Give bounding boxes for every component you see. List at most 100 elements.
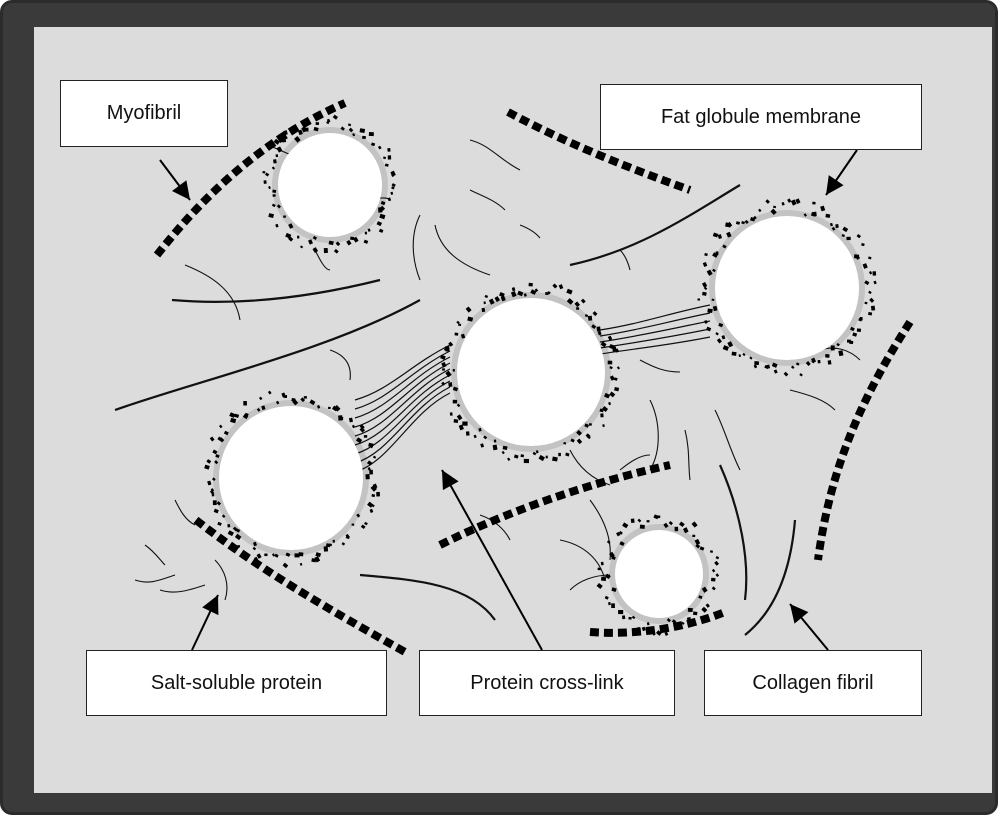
protein-fibre [215, 560, 227, 600]
membrane-protein-particle [820, 206, 825, 212]
membrane-protein-particle [390, 192, 393, 195]
membrane-protein-particle [864, 302, 867, 305]
membrane-protein-particle [265, 172, 269, 176]
membrane-protein-particle [373, 456, 376, 459]
membrane-protein-particle [559, 284, 564, 289]
membrane-protein-particle [736, 221, 740, 225]
label-protein-cross-link: Protein cross-link [419, 650, 675, 716]
membrane-protein-particle [300, 245, 303, 248]
membrane-protein-particle [710, 550, 713, 553]
protein-fibre [620, 455, 650, 470]
membrane-protein-particle [339, 417, 343, 420]
membrane-protein-particle [864, 280, 869, 285]
membrane-protein-particle [576, 307, 579, 310]
membrane-protein-particle [868, 291, 872, 294]
membrane-protein-particle [483, 301, 486, 304]
membrane-protein-particle [383, 156, 386, 159]
membrane-protein-particle [348, 123, 351, 126]
membrane-protein-particle [721, 335, 725, 339]
membrane-protein-particle [566, 289, 572, 295]
protein-fibre [650, 400, 658, 470]
membrane-protein-particle [456, 321, 459, 324]
membrane-protein-particle [370, 509, 374, 513]
arrowhead-icon [790, 604, 808, 624]
membrane-protein-particle [268, 391, 272, 395]
membrane-protein-particle [378, 146, 382, 150]
membrane-protein-particle [275, 154, 278, 157]
membrane-protein-particle [388, 155, 392, 159]
membrane-protein-particle [229, 412, 235, 418]
membrane-protein-particle [732, 352, 737, 356]
membrane-protein-particle [206, 459, 211, 464]
membrane-protein-particle [514, 454, 519, 458]
fat-globule [278, 133, 382, 237]
membrane-protein-particle [350, 237, 354, 240]
membrane-protein-particle [601, 562, 604, 566]
membrane-protein-particle [657, 515, 660, 518]
membrane-protein-particle [852, 332, 857, 336]
protein-fibre [640, 360, 680, 372]
membrane-protein-particle [706, 603, 710, 607]
membrane-protein-particle [524, 459, 529, 463]
protein-fibre [720, 465, 746, 600]
membrane-protein-particle [781, 202, 784, 206]
membrane-protein-particle [706, 327, 711, 332]
arrowhead-icon [172, 180, 190, 200]
membrane-protein-particle [462, 421, 467, 425]
membrane-protein-particle [773, 206, 776, 209]
membrane-protein-particle [701, 607, 707, 613]
membrane-protein-particle [704, 253, 708, 256]
membrane-protein-particle [552, 457, 558, 462]
protein-fibre [360, 575, 495, 620]
membrane-protein-particle [207, 481, 211, 486]
protein-fibre [470, 190, 505, 210]
membrane-protein-particle [614, 387, 619, 391]
membrane-protein-particle [835, 224, 839, 228]
membrane-protein-particle [702, 282, 707, 288]
protein-fibre [145, 545, 165, 565]
membrane-protein-particle [334, 249, 339, 254]
membrane-protein-particle [362, 136, 366, 139]
membrane-protein-particle [493, 444, 498, 450]
membrane-protein-particle [707, 308, 712, 313]
membrane-protein-particle [282, 137, 286, 142]
membrane-protein-particle [847, 340, 851, 343]
membrane-protein-particle [869, 271, 872, 274]
membrane-protein-particle [371, 494, 375, 497]
membrane-protein-particle [693, 611, 698, 615]
membrane-protein-particle [300, 563, 303, 566]
membrane-protein-particle [264, 553, 267, 556]
membrane-protein-particle [538, 455, 544, 461]
membrane-protein-particle [608, 402, 611, 405]
membrane-protein-particle [268, 186, 271, 189]
membrane-protein-particle [352, 425, 355, 429]
membrane-protein-particle [237, 545, 240, 547]
membrane-protein-particle [312, 247, 318, 253]
membrane-protein-particle [273, 194, 276, 196]
membrane-protein-particle [622, 522, 628, 528]
membrane-protein-particle [831, 345, 835, 350]
membrane-protein-particle [277, 146, 283, 152]
membrane-protein-particle [466, 431, 470, 435]
membrane-protein-particle [718, 234, 722, 239]
membrane-protein-particle [453, 400, 458, 404]
membrane-protein-particle [454, 332, 458, 335]
protein-cross-link-strand [355, 387, 450, 463]
membrane-protein-particle [454, 419, 459, 423]
protein-fibre [135, 575, 175, 582]
membrane-protein-particle [243, 401, 247, 406]
leader-arrow-line [442, 470, 542, 650]
membrane-protein-particle [577, 438, 583, 444]
membrane-protein-particle [838, 350, 843, 356]
membrane-protein-particle [754, 364, 758, 368]
membrane-protein-particle [482, 308, 486, 312]
membrane-protein-particle [365, 474, 369, 479]
membrane-protein-particle [228, 530, 234, 536]
protein-fibre [620, 250, 630, 270]
membrane-protein-particle [692, 535, 695, 538]
membrane-protein-particle [669, 521, 673, 525]
membrane-protein-particle [352, 524, 355, 526]
membrane-protein-particle [545, 292, 549, 295]
membrane-protein-particle [502, 451, 505, 454]
membrane-protein-particle [609, 391, 615, 397]
